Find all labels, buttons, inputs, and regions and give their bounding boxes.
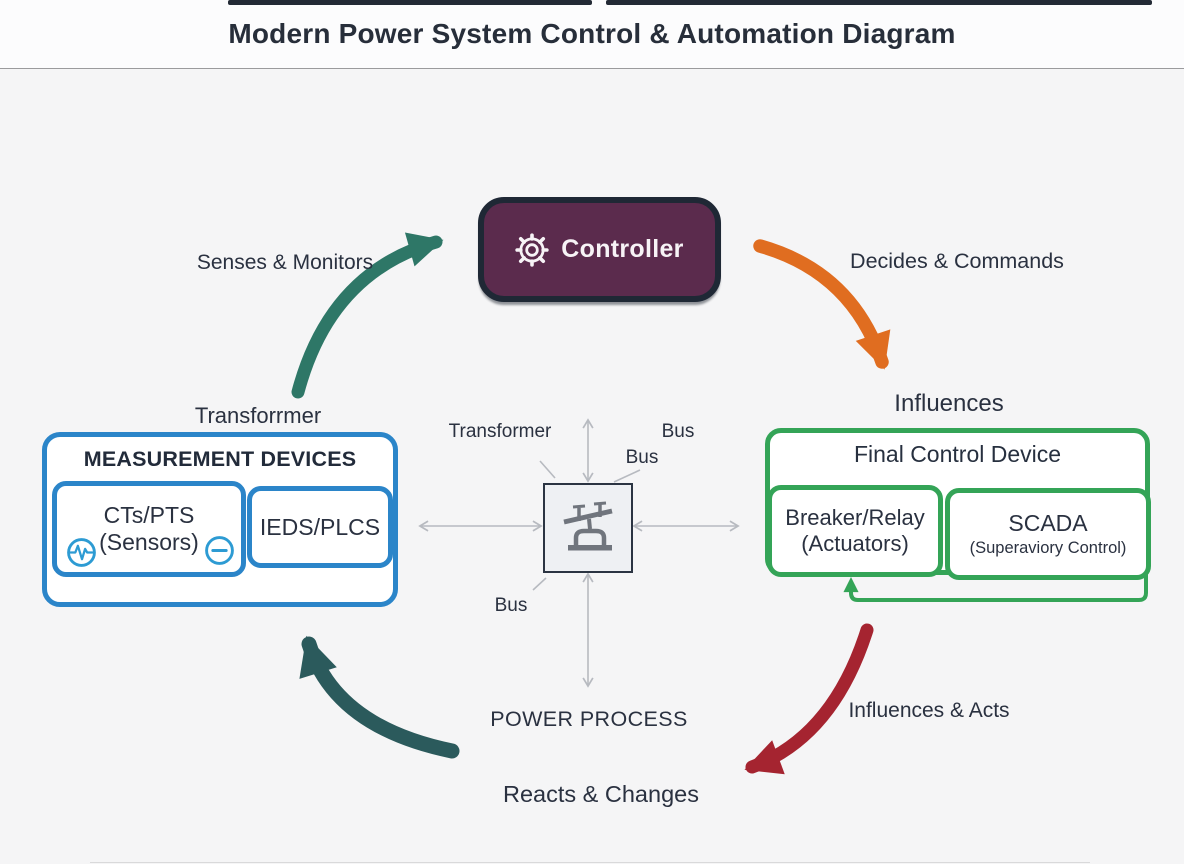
- influences-acts-label: Influences & Acts: [848, 699, 1010, 722]
- transformer-icon: [563, 501, 613, 551]
- measurement-caption: Transforrmer: [194, 403, 322, 428]
- sensors-line1: CTs/PTS: [103, 501, 195, 528]
- breaker-line1: Breaker/Relay: [785, 504, 925, 530]
- controller-label: Controller: [561, 235, 684, 263]
- bottom-edge-line: [90, 862, 1090, 863]
- transformer-tick-line: [539, 460, 556, 479]
- sensors-node: CTs/PTS (Sensors): [52, 481, 246, 577]
- transformer-tick-label: Transformer: [448, 421, 552, 442]
- decides-arrow: [753, 239, 891, 370]
- page-title: Modern Power System Control & Automation…: [228, 18, 956, 49]
- bus-tick-line-top: [613, 469, 641, 483]
- sensors-line2: (Sensors): [99, 529, 199, 555]
- reacts-label: Reacts & Changes: [503, 781, 699, 807]
- title-separator: [0, 68, 1184, 69]
- final-control-device-title: Final Control Device: [853, 441, 1062, 467]
- scada-feedback-loop: [843, 573, 1148, 602]
- power-process-node: [543, 483, 633, 573]
- window-edge-strip: [228, 0, 592, 5]
- measurement-devices-node: MEASUREMENT DEVICES CTs/PTS (Sensors) IE…: [42, 432, 398, 607]
- bus-top-label: Bus: [661, 421, 695, 442]
- senses-arrow: [291, 232, 444, 399]
- scada-line2: (Superaviory Control): [969, 539, 1127, 557]
- ieds-node: IEDS/PLCS: [247, 486, 393, 568]
- scada-line1: SCADA: [1008, 510, 1088, 536]
- gear-icon: [515, 232, 549, 267]
- reacts-arrow: [299, 635, 460, 759]
- controller-node: Controller: [478, 197, 721, 302]
- scada-node: SCADA (Superaviory Control): [945, 488, 1151, 580]
- waveform-icon: [67, 538, 96, 567]
- ieds-label: IEDS/PLCS: [259, 513, 381, 540]
- final-control-device-node: Final Control Device Breaker/Relay (Actu…: [765, 428, 1151, 580]
- bus-bottom-label: Bus: [494, 595, 528, 616]
- window-edge-strip: [606, 0, 1152, 5]
- influences-acts-arrow: [744, 623, 874, 775]
- bus-tick-line-bottom: [532, 577, 547, 591]
- breaker-line2: (Actuators): [801, 531, 909, 556]
- minus-icon: [205, 536, 234, 565]
- decides-label: Decides & Commands: [850, 249, 1064, 273]
- bus-right-label: Bus: [625, 447, 659, 468]
- senses-label: Senses & Monitors: [196, 251, 374, 274]
- measurement-devices-title: MEASUREMENT DEVICES: [83, 447, 357, 471]
- influences-caption: Influences: [894, 390, 1004, 417]
- power-process-label: POWER PROCESS: [490, 707, 688, 731]
- header-band: [0, 0, 1184, 68]
- breaker-relay-node: Breaker/Relay (Actuators): [767, 485, 943, 577]
